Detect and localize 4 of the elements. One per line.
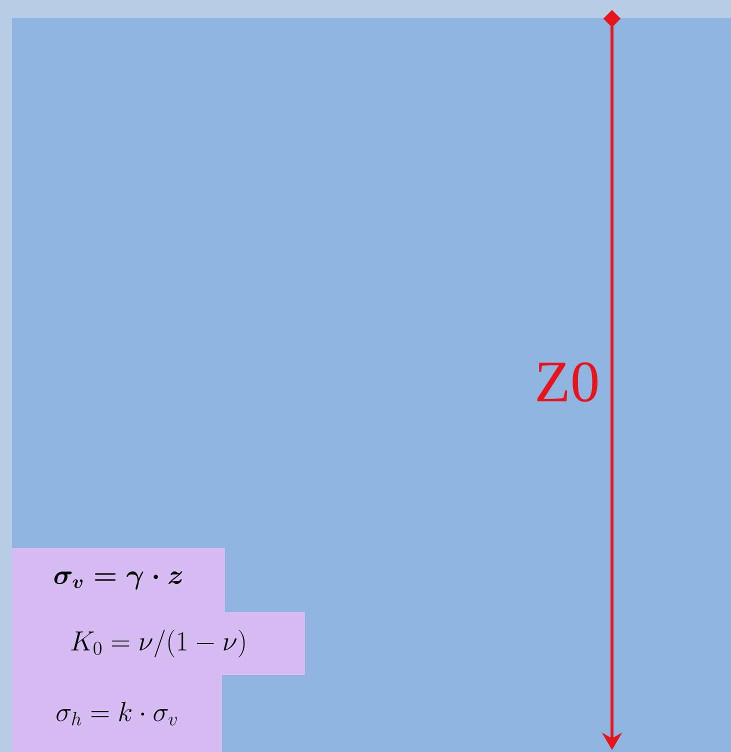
formula-box: $\sigma_{v} = \gamma \cdot z$ xyxy=(12,548,225,612)
formula-box: $\sigma_{h} = k \cdot \sigma_{v}$ xyxy=(12,675,222,752)
depth-label: Z0 xyxy=(537,362,598,402)
formula-box: $K_0 = \nu / (1 - \nu)$ xyxy=(12,612,305,675)
